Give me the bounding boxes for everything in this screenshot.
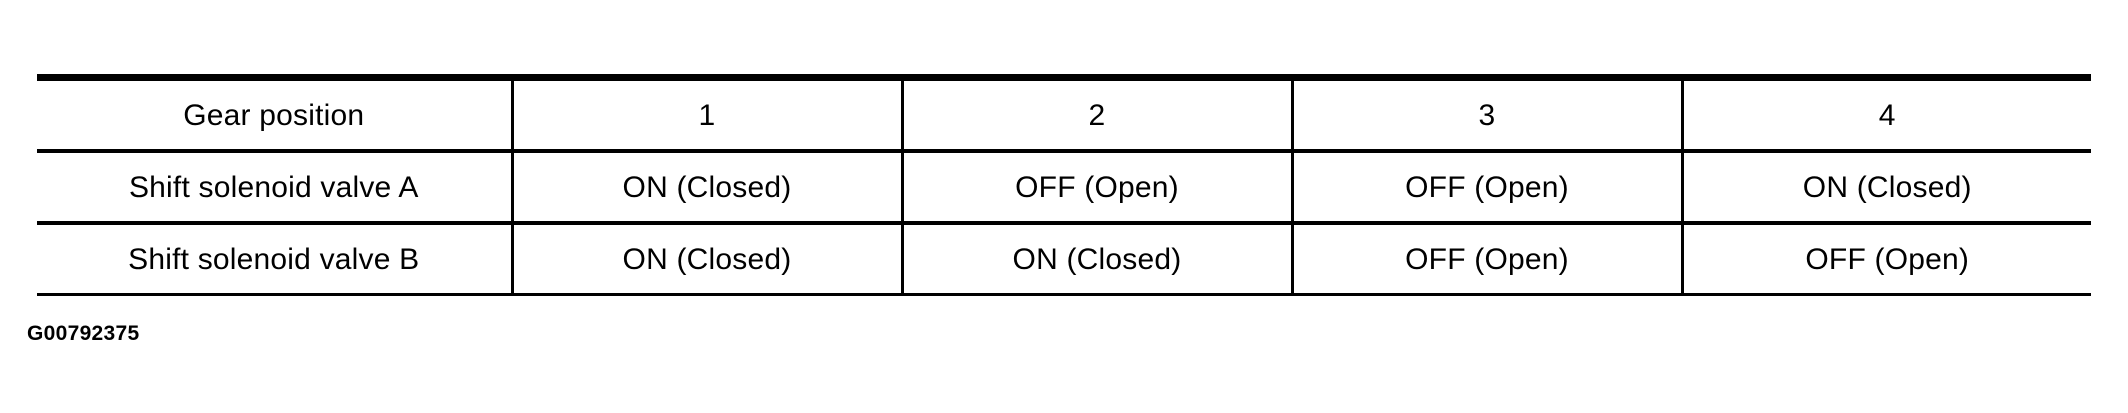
cell-valve-b-gear-4: OFF (Open)	[1682, 221, 2091, 296]
table-row-gear-position: Gear position 1 2 3 4	[37, 74, 2091, 153]
shift-solenoid-valve-table: Gear position 1 2 3 4 Shift solenoid val…	[37, 74, 2091, 296]
table-row-shift-solenoid-valve-b: Shift solenoid valve B ON (Closed) ON (C…	[37, 221, 2091, 296]
figure-caption: G00792375	[27, 322, 140, 345]
cell-valve-b-gear-2: ON (Closed)	[902, 221, 1294, 296]
row-label-valve-a: Shift solenoid valve A	[37, 149, 514, 225]
cell-valve-a-gear-1: ON (Closed)	[512, 149, 904, 225]
header-cell-gear-position: Gear position	[37, 74, 514, 153]
table-row-shift-solenoid-valve-a: Shift solenoid valve A ON (Closed) OFF (…	[37, 149, 2091, 225]
cell-valve-a-gear-4: ON (Closed)	[1682, 149, 2091, 225]
header-cell-gear-1: 1	[512, 74, 904, 153]
header-cell-gear-3: 3	[1292, 74, 1684, 153]
cell-valve-a-gear-2: OFF (Open)	[902, 149, 1294, 225]
cell-valve-b-gear-3: OFF (Open)	[1292, 221, 1684, 296]
row-label-valve-b: Shift solenoid valve B	[37, 221, 514, 296]
cell-valve-b-gear-1: ON (Closed)	[512, 221, 904, 296]
cell-valve-a-gear-3: OFF (Open)	[1292, 149, 1684, 225]
header-cell-gear-2: 2	[902, 74, 1294, 153]
header-cell-gear-4: 4	[1682, 74, 2091, 153]
shift-solenoid-table-container: Gear position 1 2 3 4 Shift solenoid val…	[37, 74, 2091, 296]
